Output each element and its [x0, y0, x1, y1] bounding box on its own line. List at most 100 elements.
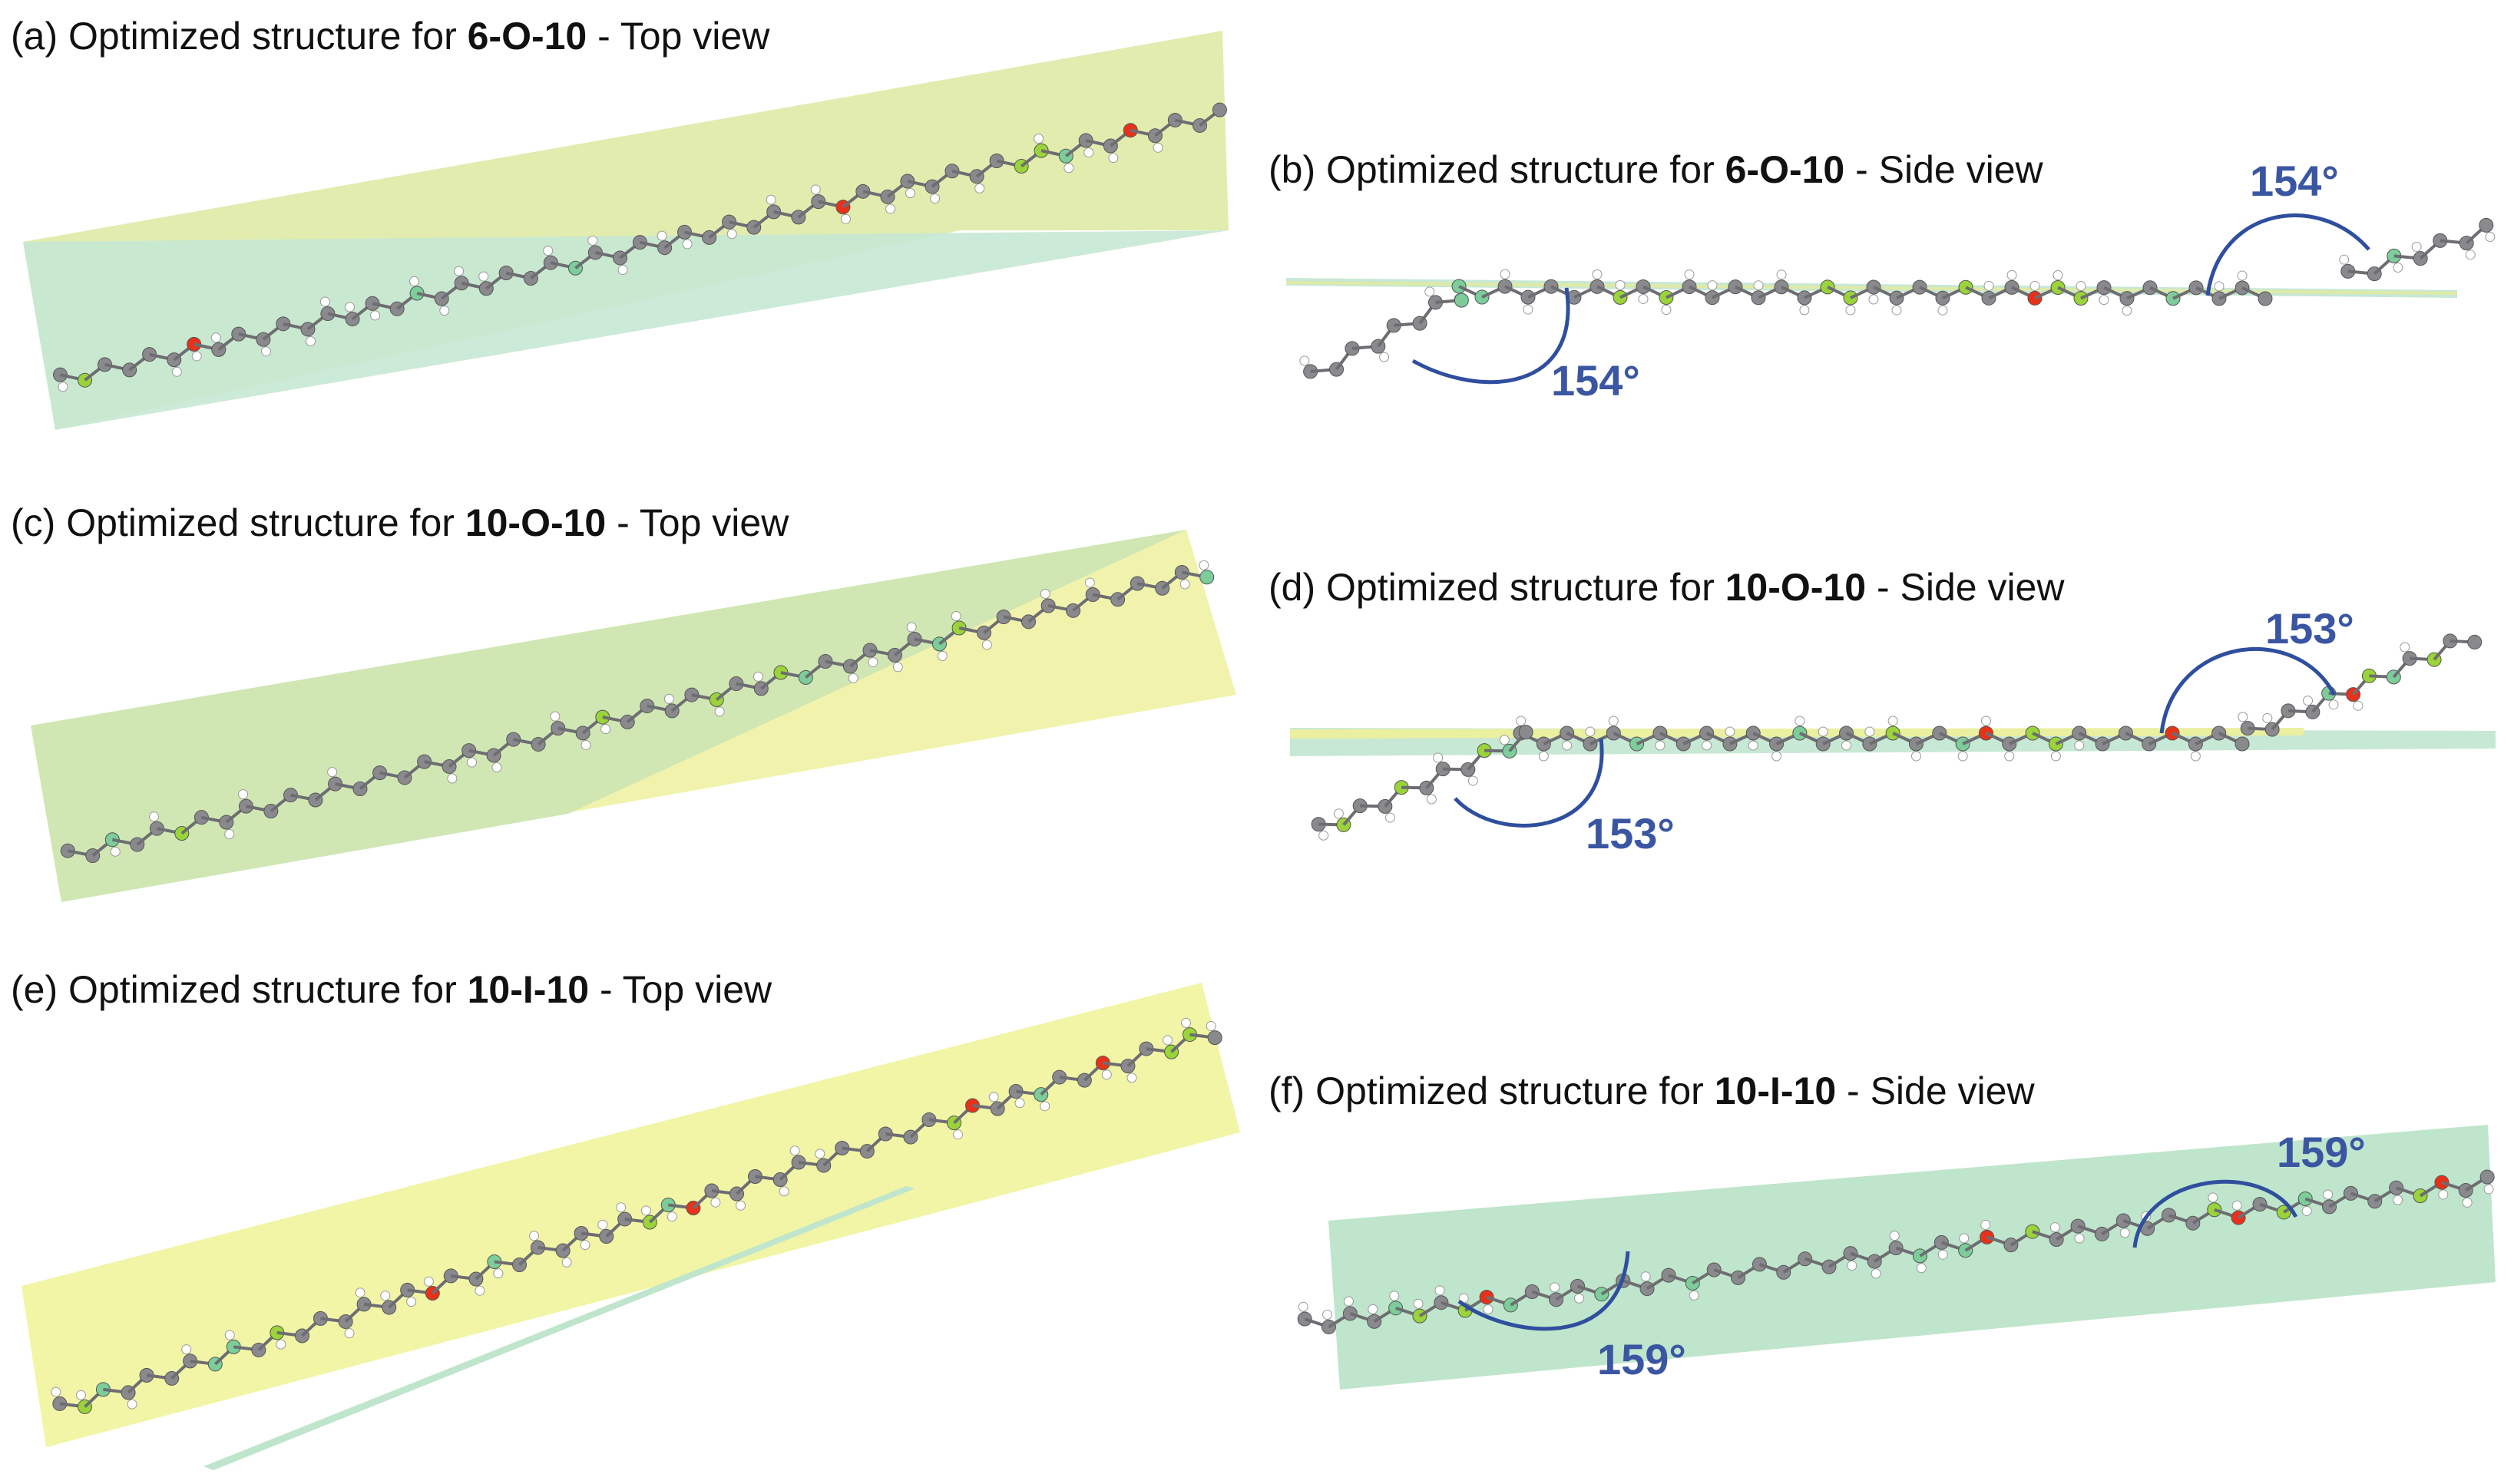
hydrogen-atom: [937, 650, 948, 661]
hydrogen-atom: [2438, 1189, 2449, 1200]
hydrogen-atom: [454, 266, 465, 276]
hydrogen-atom: [2049, 1222, 2060, 1233]
hydrogen-atom: [726, 229, 737, 240]
hydrogen-atom: [491, 762, 502, 772]
hydrogen-atom: [1181, 1017, 1192, 1028]
hydrogen-atom: [2393, 263, 2403, 273]
hydrogen-atom: [1638, 293, 1649, 304]
hydrogen-atom: [327, 767, 338, 778]
hydrogen-atom: [1684, 269, 1695, 280]
caption-b-compound: 6-O-10: [1725, 148, 1845, 191]
panel-c-molecule: [60, 560, 1215, 864]
caption-c: (c) Optimized structure for 10-O-10 - To…: [11, 504, 789, 542]
hydrogen-atom: [2004, 751, 2015, 762]
panel-f-structure: 159° 159°: [1297, 1125, 2496, 1390]
hydrogen-atom: [1343, 1296, 1354, 1307]
hydrogen-atom: [1538, 751, 1549, 762]
caption-b-suffix: - Side view: [1844, 148, 2043, 191]
hydrogen-atom: [1199, 560, 1209, 570]
hydrogen-atom: [1799, 305, 1810, 316]
hydrogen-atom: [1562, 740, 1573, 751]
panel-b-tail-right: [2339, 217, 2496, 282]
hydrogen-atom: [238, 789, 249, 800]
hydrogen-atom: [753, 671, 763, 682]
caption-c-compound: 10-O-10: [465, 501, 607, 544]
hydrogen-atom: [224, 829, 235, 840]
hydrogen-atom: [597, 1219, 608, 1230]
panel-f-molecule: [1297, 1169, 2495, 1334]
panel-d-angle-arc-left: [1454, 738, 1604, 828]
hydrogen-atom: [1916, 1263, 1927, 1274]
caption-f-prefix: (f) Optimized structure for: [1269, 1069, 1715, 1112]
hydrogen-atom: [1126, 1073, 1137, 1083]
hydrogen-atom: [478, 271, 489, 282]
carbon-atom: [2234, 736, 2250, 752]
hydrogen-atom: [1689, 1290, 1699, 1301]
hydrogen-atom: [380, 1291, 391, 1301]
carbon-atom: [1207, 1030, 1222, 1046]
hydrogen-atom: [766, 194, 776, 205]
panel-d-angle-label-right: 153°: [2265, 604, 2354, 653]
hydrogen-atom: [1725, 726, 1735, 737]
hydrogen-atom: [1661, 305, 1672, 316]
carbon-atom: [2479, 1169, 2495, 1185]
panel-e-green-wedge: [203, 1186, 915, 1470]
hydrogen-atom: [1467, 775, 1478, 786]
hydrogen-atom: [667, 1211, 677, 1222]
hydrogen-atom: [1957, 751, 1968, 762]
hydrogen-atom: [543, 246, 554, 256]
hydrogen-atom: [171, 366, 182, 377]
hydrogen-atom: [344, 1328, 355, 1339]
hydrogen-atom: [423, 1276, 434, 1287]
panel-d-tail-left: [1311, 716, 1533, 841]
carbon-atom: [1212, 102, 1227, 117]
hydrogen-atom: [2214, 281, 2225, 292]
hydrogen-atom: [1608, 716, 1619, 726]
hydrogen-atom: [1871, 1268, 1881, 1279]
caption-c-suffix: - Top view: [606, 501, 789, 544]
hydrogen-atom: [779, 1186, 789, 1197]
panel-b-angle-label-left: 154°: [1551, 356, 1640, 405]
hydrogen-atom: [1887, 716, 1898, 726]
caption-c-prefix: (c) Optimized structure for: [11, 501, 465, 544]
hydrogen-atom: [260, 346, 271, 357]
hydrogen-atom: [276, 1339, 286, 1350]
hydrogen-atom: [885, 203, 896, 214]
hydrogen-atom: [848, 673, 858, 683]
hydrogen-atom: [1163, 1035, 1173, 1046]
hydrogen-atom: [1413, 1298, 1424, 1309]
hydrogen-atom: [409, 276, 419, 286]
panel-c-structure: [31, 530, 1236, 902]
hydrogen-atom: [1206, 1020, 1216, 1031]
hydrogen-atom: [840, 213, 851, 224]
panel-b-molecule: [1451, 269, 2273, 316]
hydrogen-atom: [580, 1240, 590, 1251]
hydrogen-atom: [1795, 716, 1805, 726]
caption-f-compound: 10-I-10: [1714, 1069, 1837, 1112]
hydrogen-atom: [1318, 830, 1329, 841]
panel-e-molecule: [51, 1017, 1222, 1414]
hydrogen-atom: [493, 1268, 504, 1279]
hydrogen-atom: [892, 662, 903, 673]
panel-f-green-plane: [1328, 1125, 2496, 1390]
hydrogen-atom: [110, 846, 121, 857]
caption-d-suffix: - Side view: [1866, 566, 2065, 609]
panel-d-angle-label-left: 153°: [1586, 809, 1675, 858]
hydrogen-atom: [1910, 751, 1921, 762]
hydrogen-atom: [550, 711, 561, 722]
hydrogen-atom: [1841, 740, 1852, 751]
hydrogen-atom: [58, 382, 68, 392]
hydrogen-atom: [2122, 306, 2132, 316]
caption-d-prefix: (d) Optimized structure for: [1269, 566, 1725, 609]
hydrogen-atom: [2462, 1197, 2473, 1208]
hydrogen-atom: [2328, 699, 2339, 710]
hydrogen-atom: [1322, 1310, 1333, 1320]
caption-e-prefix: (e) Optimized structure for: [11, 968, 468, 1011]
hydrogen-atom: [1585, 726, 1596, 737]
hydrogen-atom: [1707, 280, 1718, 291]
hydrogen-atom: [1014, 1098, 1025, 1109]
hydrogen-atom: [2074, 740, 2085, 751]
hydrogen-atom: [475, 1285, 485, 1296]
hydrogen-atom: [1983, 280, 1994, 291]
